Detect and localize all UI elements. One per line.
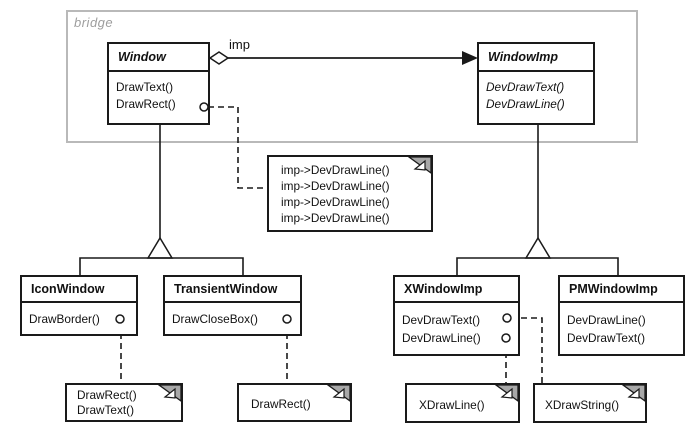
method-label: DrawCloseBox() <box>172 312 258 326</box>
method-label: DevDrawLine() <box>567 313 646 327</box>
note-transientwindow: DrawRect() <box>237 383 352 422</box>
note-imp-pseudocode: imp->DevDrawLine() imp->DevDrawLine() im… <box>267 155 433 232</box>
method-label: DrawRect() <box>116 97 176 111</box>
class-window: Window DrawText() DrawRect() <box>107 42 210 125</box>
note-line: XDrawString() <box>545 398 620 412</box>
class-title: TransientWindow <box>165 277 300 303</box>
package-label: bridge <box>74 15 114 30</box>
note-iconwindow: DrawRect() DrawText() <box>65 383 183 422</box>
note-line: DrawRect() <box>77 388 137 402</box>
devdrawtext-note-dash <box>511 317 543 383</box>
note-line: DrawText() <box>77 403 135 417</box>
note-dogear-icon <box>326 384 351 403</box>
note-dogear-icon <box>621 384 646 403</box>
note-dogear-icon <box>407 156 432 175</box>
class-xwindowimp: XWindowImp DevDrawText() DevDrawLine() <box>393 275 520 356</box>
method-label: DrawBorder() <box>29 312 100 326</box>
note-line: DrawRect() <box>251 397 311 411</box>
class-title: PMWindowImp <box>560 277 683 303</box>
note-xdrawline: XDrawLine() <box>405 383 520 423</box>
method-label: DevDrawText() <box>402 313 480 327</box>
method-label: DevDrawText() <box>567 331 645 345</box>
association-label: imp <box>229 37 250 52</box>
method-label: DrawText() <box>116 80 174 94</box>
note-line: imp->DevDrawLine() <box>281 163 390 177</box>
class-title: IconWindow <box>22 277 136 303</box>
method-label: DevDrawLine() <box>402 331 481 345</box>
method-label: DevDrawLine() <box>486 97 565 111</box>
method-label: DevDrawText() <box>486 80 565 94</box>
class-transientwindow: TransientWindow DrawCloseBox() <box>163 275 302 336</box>
package-frame: bridge <box>66 10 638 143</box>
note-dogear-icon <box>494 384 519 403</box>
note-line: imp->DevDrawLine() <box>281 195 390 209</box>
note-xdrawstring: XDrawString() <box>533 383 647 423</box>
inheritance-triangle-icon <box>524 236 552 259</box>
class-title: WindowImp <box>479 44 593 72</box>
arrowhead-icon <box>462 51 478 65</box>
aggregation-diamond-icon <box>208 51 230 65</box>
windowimp-children-connector <box>456 257 619 276</box>
note-line: XDrawLine() <box>419 398 485 412</box>
class-iconwindow: IconWindow DrawBorder() <box>20 275 138 336</box>
class-pmwindowimp: PMWindowImp DevDrawLine() DevDrawText() <box>558 275 685 356</box>
inheritance-triangle-icon <box>146 236 174 259</box>
window-children-connector <box>79 257 244 276</box>
note-line: imp->DevDrawLine() <box>281 179 390 193</box>
class-title: XWindowImp <box>395 277 518 303</box>
class-title: Window <box>109 44 208 72</box>
note-dogear-icon <box>157 384 182 403</box>
note-line: imp->DevDrawLine() <box>281 211 390 225</box>
class-windowimp: WindowImp DevDrawText() DevDrawLine() <box>477 42 595 125</box>
drawrect-note-dash <box>208 106 266 189</box>
